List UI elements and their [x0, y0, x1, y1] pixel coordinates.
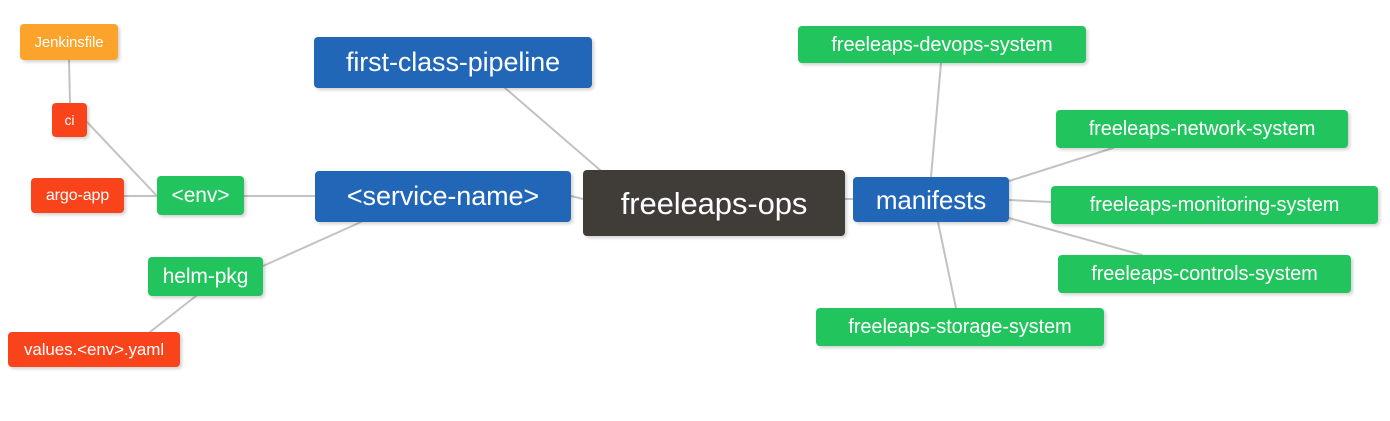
node-label: freeleaps-ops [620, 185, 808, 221]
edge-manifests-monitoring [1008, 199, 1052, 203]
node-label: <service-name> [346, 181, 540, 211]
node-argo-app[interactable]: argo-app [31, 178, 124, 213]
node-helm-pkg[interactable]: helm-pkg [148, 257, 263, 296]
node-label: first-class-pipeline [345, 47, 561, 77]
edge-helm-pkg-service-name [262, 221, 362, 267]
node-label: freeleaps-monitoring-system [1089, 194, 1340, 216]
node-label: freeleaps-network-system [1088, 118, 1316, 140]
node-freeleaps-ops[interactable]: freeleaps-ops [583, 170, 845, 236]
node-label: helm-pkg [162, 265, 249, 288]
node-freeleaps-monitoring-system[interactable]: freeleaps-monitoring-system [1051, 186, 1378, 224]
edge-first-class-pipeline-freeleaps-ops [504, 87, 601, 171]
node-label: freeleaps-devops-system [831, 33, 1053, 56]
node-label: <env> [171, 184, 230, 207]
node-label: freeleaps-storage-system [848, 316, 1072, 338]
node-manifests[interactable]: manifests [853, 177, 1009, 222]
node-freeleaps-storage-system[interactable]: freeleaps-storage-system [816, 308, 1104, 346]
node-label: manifests [875, 184, 987, 215]
node-label: values.<env>.yaml [23, 340, 165, 359]
node-values-yaml[interactable]: values.<env>.yaml [8, 332, 180, 367]
edge-service-name-freeleaps-ops [570, 195, 584, 200]
node-label: ci [64, 112, 75, 128]
node-env[interactable]: <env> [157, 176, 244, 215]
node-label: argo-app [45, 186, 110, 204]
edge-manifests-devops [930, 62, 942, 178]
edge-jenkinsfile-ci [68, 59, 71, 104]
node-jenkinsfile[interactable]: Jenkinsfile [20, 24, 118, 60]
node-freeleaps-controls-system[interactable]: freeleaps-controls-system [1058, 255, 1351, 293]
node-first-class-pipeline[interactable]: first-class-pipeline [314, 37, 592, 88]
edge-manifests-network [1008, 147, 1114, 182]
node-label: Jenkinsfile [34, 33, 104, 51]
node-service-name[interactable]: <service-name> [315, 171, 571, 222]
edge-manifests-storage [937, 221, 957, 309]
node-label: freeleaps-controls-system [1091, 263, 1318, 285]
node-freeleaps-network-system[interactable]: freeleaps-network-system [1056, 110, 1348, 148]
node-ci[interactable]: ci [52, 103, 87, 137]
edge-values-yaml-helm-pkg [149, 295, 197, 333]
node-freeleaps-devops-system[interactable]: freeleaps-devops-system [798, 26, 1086, 63]
